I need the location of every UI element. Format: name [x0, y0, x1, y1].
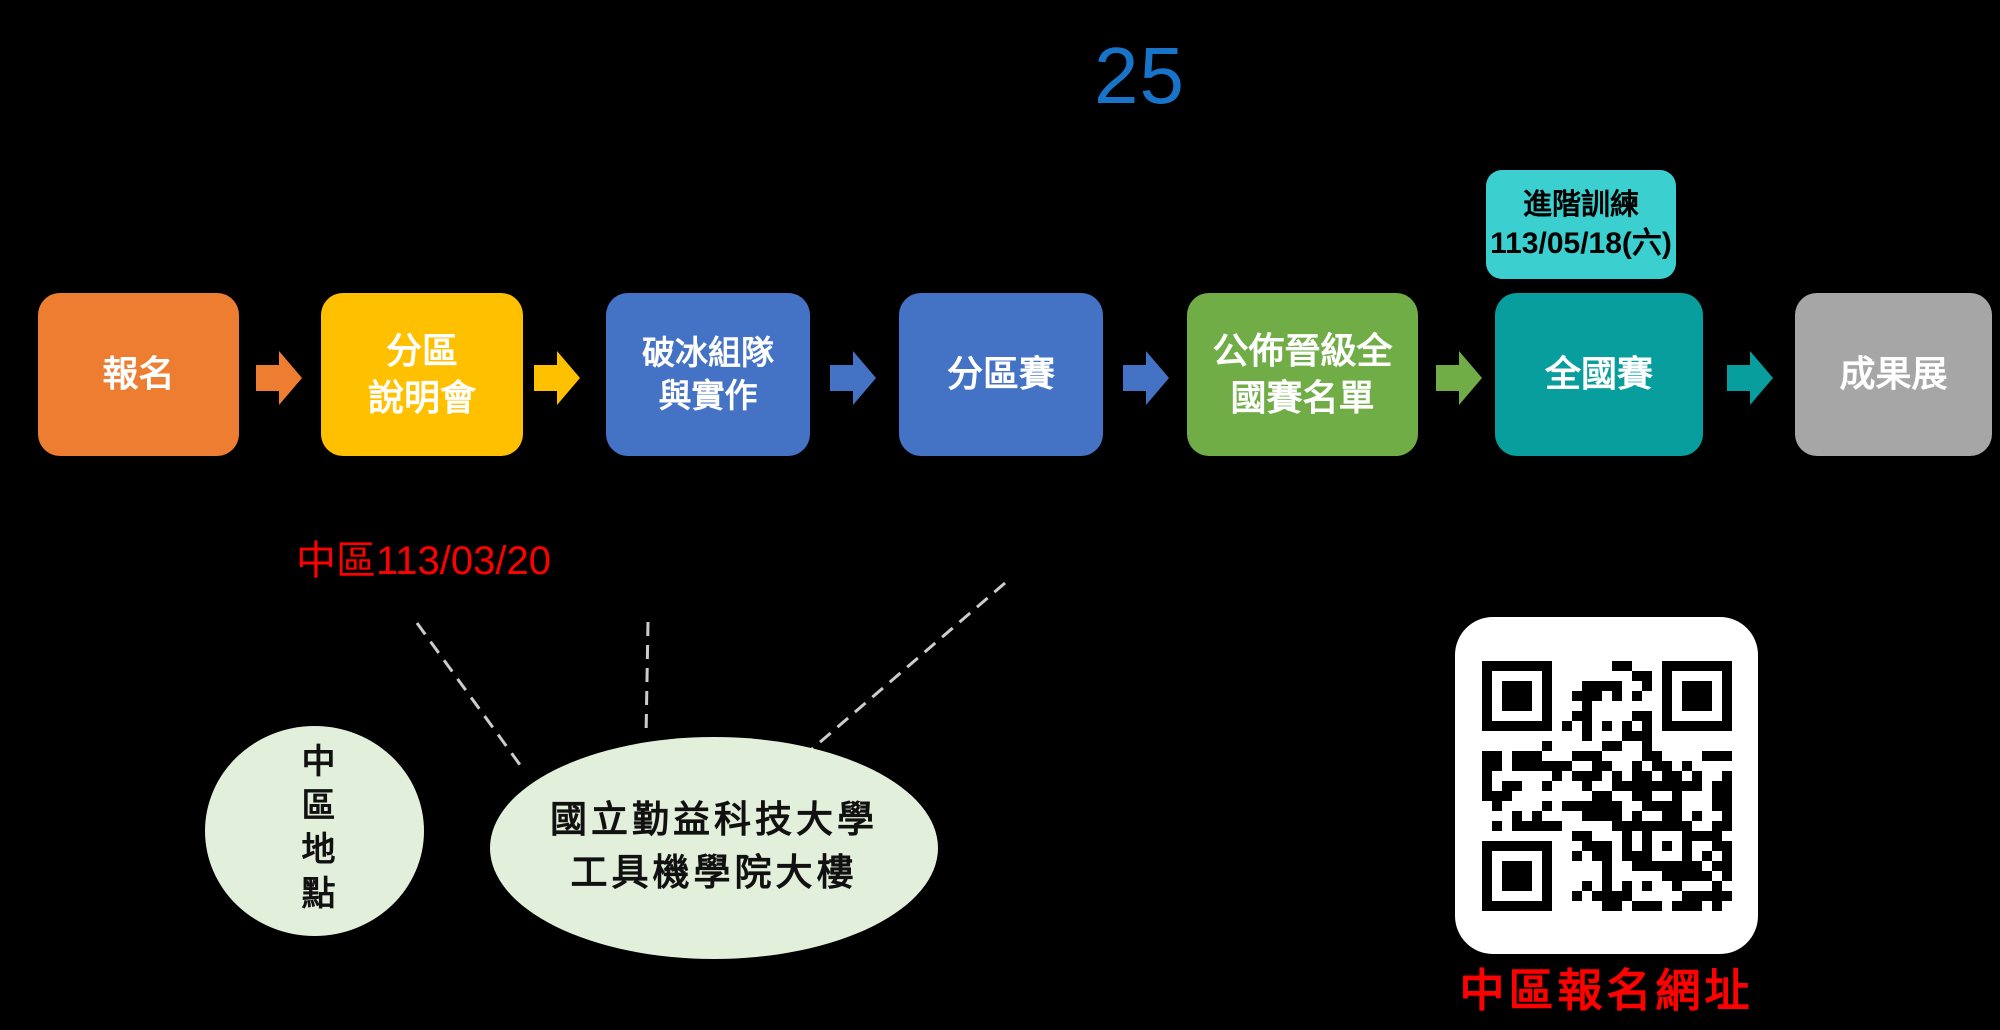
slide-number: 25: [1094, 31, 1185, 120]
flow-step-icebreak-teamwork: 破冰組隊 與實作: [606, 293, 810, 456]
arrow-right-icon: [830, 351, 876, 405]
qr-code: [1481, 660, 1732, 911]
flow-step-national-contest: 全國賽: [1495, 293, 1703, 456]
advanced-training-box: 進階訓練 113/05/18(六): [1486, 170, 1676, 279]
regional-date-note: 中區113/03/20: [296, 539, 551, 583]
arrow-right-icon: [1123, 351, 1169, 405]
arrow-right-icon: [534, 351, 580, 405]
flow-step-results-expo: 成果展: [1795, 293, 1992, 456]
dashed-connector: [415, 622, 525, 770]
advanced-training-label: 進階訓練: [1522, 189, 1639, 222]
flow-step-announce-finalists: 公佈晉級全 國賽名單: [1187, 293, 1418, 456]
arrow-right-icon: [1436, 351, 1482, 405]
flow-step-regional-contest: 分區賽: [899, 293, 1103, 456]
dashed-connector: [782, 581, 1006, 776]
arrow-right-icon: [1727, 351, 1773, 405]
dashed-connector: [644, 621, 650, 738]
arrow-right-icon: [256, 351, 302, 405]
advanced-training-date: 113/05/18(六): [1490, 227, 1672, 261]
flow-step-register: 報名: [38, 293, 239, 456]
venue-ellipse: 國立勤益科技大學 工具機學院大樓: [490, 737, 938, 959]
qr-caption: 中區報名網址: [1459, 966, 1754, 1016]
flow-step-regional-briefing: 分區 說明會: [321, 293, 523, 456]
location-badge-label: 中區地點: [296, 743, 333, 919]
qr-card: [1455, 617, 1758, 954]
location-badge: 中區地點: [205, 726, 424, 936]
